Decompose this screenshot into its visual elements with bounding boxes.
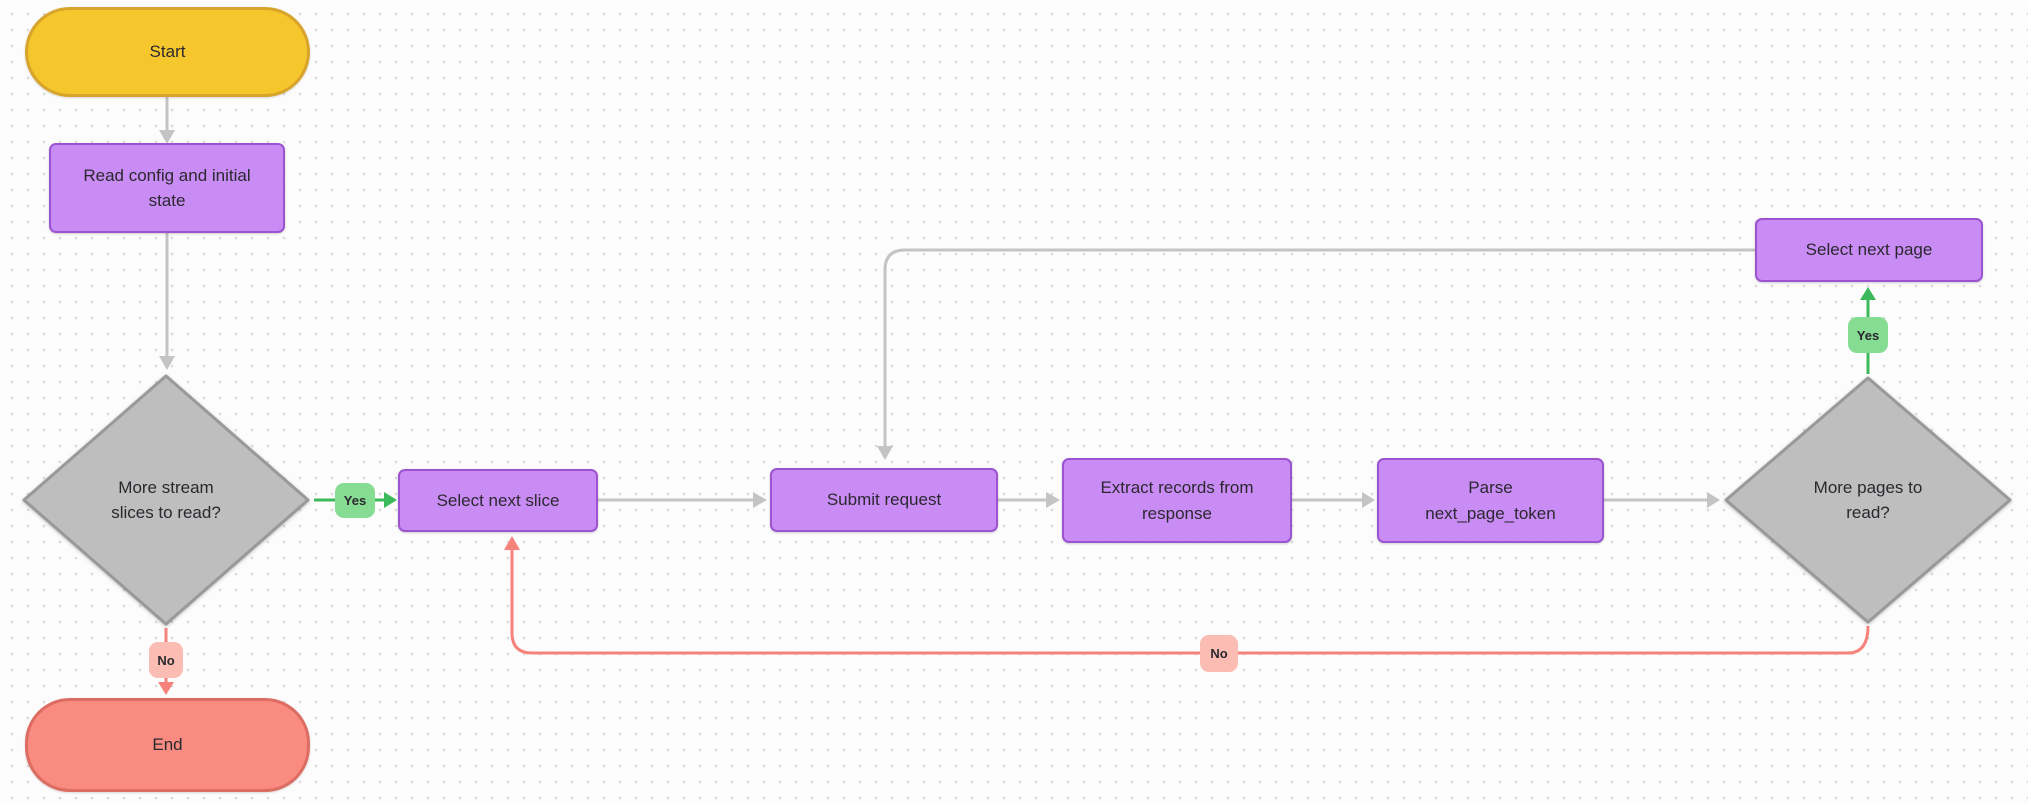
slices-no-label[interactable]: No (149, 642, 183, 678)
slices-yes-label[interactable]: Yes (335, 483, 375, 518)
arrowhead-right-icon (384, 492, 397, 508)
diamond-shape (22, 374, 310, 626)
pages-no-label[interactable]: No (1200, 635, 1238, 672)
start-node[interactable]: Start (25, 7, 310, 97)
more-slices-decision[interactable]: More stream slices to read? (20, 372, 312, 628)
more-pages-decision[interactable]: More pages to read? (1722, 374, 2014, 626)
arrowhead-down-icon (877, 446, 893, 460)
parse-token-node[interactable]: Parse next_page_token (1377, 458, 1604, 543)
select-next-slice-node-label: Select next slice (436, 490, 560, 510)
select-next-page-node[interactable]: Select next page (1755, 218, 1983, 282)
arrowhead-right-icon (1046, 492, 1060, 508)
extract-records-node[interactable]: Extract records from response (1062, 458, 1292, 543)
arrowhead-down-icon (159, 356, 175, 370)
more-pages-decision-label: More pages to read? (1813, 477, 1923, 523)
arrowhead-down-icon (158, 682, 174, 695)
slices-no-label-text: No (157, 652, 175, 668)
extract-records-node-label: Extract records from response (1100, 478, 1254, 523)
end-node[interactable]: End (25, 698, 310, 792)
parse-token-node-label: Parse next_page_token (1425, 478, 1556, 523)
pages-yes-label-text: Yes (1856, 327, 1880, 343)
slices-yes-label-text: Yes (343, 493, 367, 508)
arrowhead-up-icon (504, 536, 520, 550)
arrowhead-right-icon (1707, 492, 1720, 508)
pages-yes-label[interactable]: Yes (1848, 317, 1888, 353)
arrowhead-right-icon (1362, 492, 1375, 508)
read-config-node[interactable]: Read config and initial state (49, 143, 285, 233)
select-next-slice-node[interactable]: Select next slice (398, 469, 598, 532)
end-node-label: End (152, 735, 183, 755)
arrowhead-down-icon (159, 130, 175, 144)
arrowhead-up-icon (1860, 287, 1876, 300)
edge-pages-no (510, 550, 1870, 655)
start-node-label: Start (149, 42, 186, 62)
read-config-node-label: Read config and initial state (83, 165, 251, 211)
pages-no-label-text: No (1210, 646, 1228, 661)
submit-request-node-label: Submit request (826, 490, 942, 510)
more-slices-decision-label: More stream slices to read? (111, 477, 221, 523)
select-next-page-node-label: Select next page (1805, 240, 1933, 260)
edge-page-to-submit (883, 248, 1755, 447)
arrowhead-right-icon (753, 492, 767, 508)
diamond-shape (1724, 376, 2012, 624)
submit-request-node[interactable]: Submit request (770, 468, 998, 532)
